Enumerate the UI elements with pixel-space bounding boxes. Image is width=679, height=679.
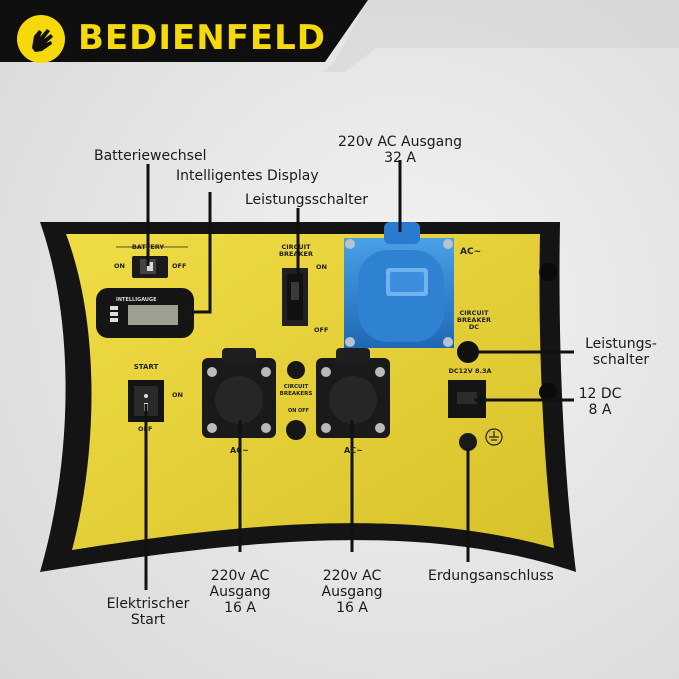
page-title: BEDIENFELD (78, 18, 327, 58)
ac-socket-32a[interactable] (344, 222, 454, 348)
start-switch[interactable] (128, 380, 164, 422)
ac-label-left: AC~ (230, 446, 249, 455)
battery-tag: BATTERY (131, 243, 165, 251)
start-title: START (133, 363, 159, 371)
callout-dc-out-line1: 12 DC (578, 386, 622, 402)
ground-icon (485, 428, 503, 446)
small-breakers-off: OFF (298, 408, 310, 414)
callout-ac-32-line1: 220v AC Ausgang (338, 134, 462, 150)
ac-label-top: AC~ (460, 247, 482, 257)
ac-socket-16a-right[interactable] (316, 348, 390, 438)
small-breakers-on: ON (288, 408, 297, 414)
bolt (539, 383, 557, 401)
start-off-label: OFF (138, 425, 153, 433)
callout-ac16-right-line2: Ausgang (321, 584, 383, 600)
callout-ac16-right-line3: 16 A (336, 600, 368, 616)
callout-ac16-left-line1: 220v AC (210, 568, 270, 584)
circuit-breaker-button[interactable] (287, 361, 305, 379)
callout-electric-start-line2: Start (130, 612, 166, 628)
dc-spec: DC12V 8.3A (448, 367, 492, 375)
header-shape (0, 0, 679, 72)
battery-switch[interactable] (132, 256, 168, 278)
dc-breaker-line2: BREAKER (457, 316, 491, 324)
breaker-on-label: ON (316, 263, 327, 271)
breaker-title-1: CIRCUIT (281, 243, 311, 251)
breaker-title-2: BREAKER (279, 250, 313, 258)
callout-ac16-left-line2: Ausgang (209, 584, 271, 600)
bolt (539, 263, 557, 281)
ground-terminal[interactable] (459, 433, 477, 451)
header-bar: BEDIENFELD (0, 0, 679, 80)
callout-dc-out-line2: 8 A (588, 402, 612, 418)
callout-smart-display: Intelligentes Display (176, 168, 319, 184)
ac-socket-16a-left[interactable] (202, 348, 276, 438)
main-circuit-breaker[interactable] (282, 268, 308, 326)
hand-gesture-icon (14, 12, 68, 66)
callout-ac16-left-line3: 16 A (224, 600, 256, 616)
ac-label-right: AC~ (344, 446, 363, 455)
start-on-label: ON (172, 391, 183, 399)
dc-breaker-line1: CIRCUIT (459, 309, 489, 317)
circuit-breaker-button[interactable] (286, 420, 306, 440)
callout-ac16-right-line1: 220v AC (322, 568, 382, 584)
display-brand: INTELLIGAUGE (116, 297, 157, 303)
callout-lines (144, 160, 574, 590)
small-breakers-title-2: BREAKERS (279, 391, 313, 397)
callout-electric-start-line1: Elektrischer (106, 596, 190, 612)
callout-ground: Erdungsanschluss (428, 568, 554, 584)
callout-circuit-breaker: Leistungsschalter (245, 192, 368, 208)
battery-off-label: OFF (172, 262, 187, 270)
small-breakers-title-1: CIRCUIT (283, 384, 309, 390)
callout-dc-breaker-line2: schalter (592, 352, 650, 368)
breaker-off-label: OFF (314, 326, 329, 334)
callout-battery-switch: Batteriewechsel (94, 148, 207, 164)
callout-ac-32-line2: 32 A (384, 150, 416, 166)
callout-dc-breaker-line1: Leistungs- (585, 336, 657, 352)
battery-on-label: ON (114, 262, 125, 270)
dc-breaker-line3: DC (468, 323, 480, 331)
smart-display (96, 288, 194, 338)
dc-breaker-button[interactable] (457, 341, 479, 363)
